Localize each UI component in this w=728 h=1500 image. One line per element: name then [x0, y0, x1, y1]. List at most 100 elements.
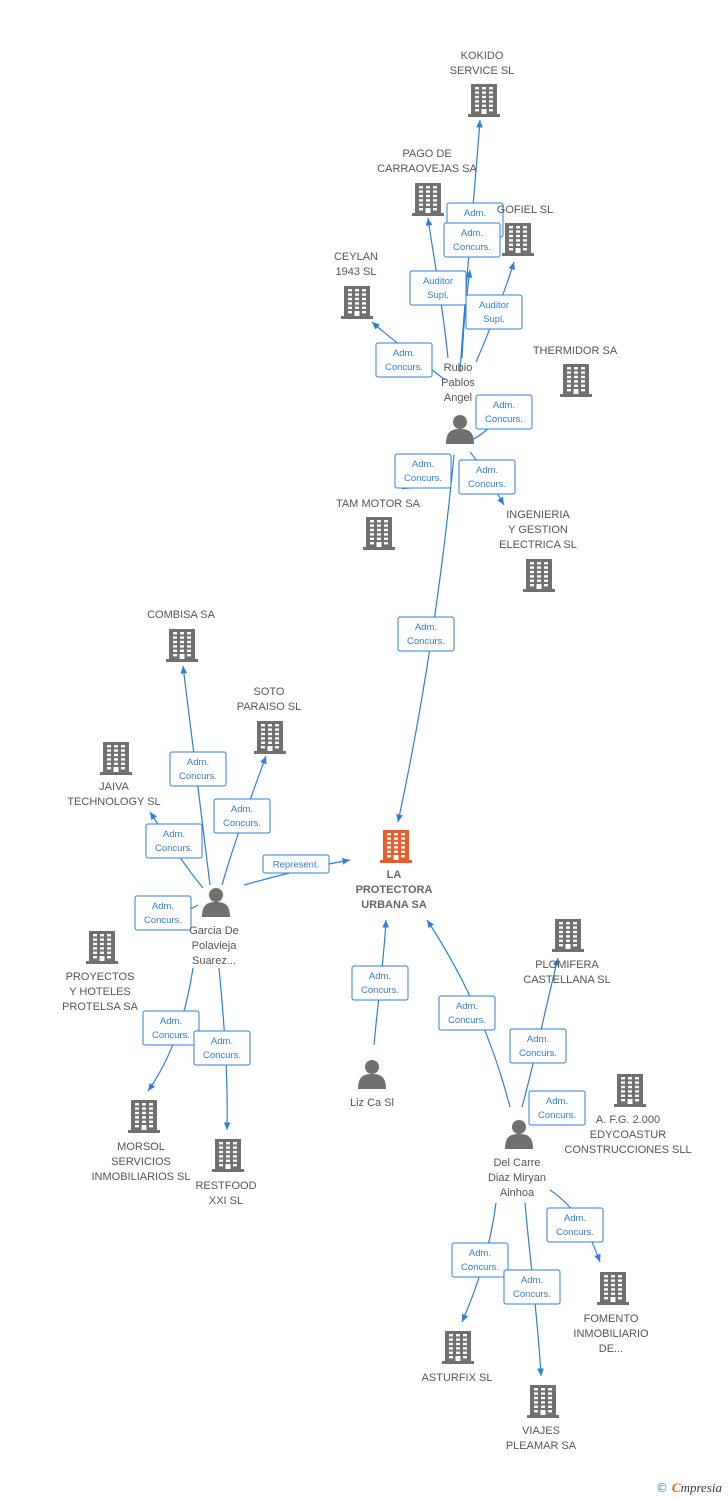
- edge-label-box: [145, 823, 203, 859]
- edge-label-text: Adm.: [187, 757, 209, 768]
- edge-label-e7[interactable]: Adm.Concurs.: [394, 453, 452, 489]
- edge-label-e16[interactable]: Adm. Concurs.: [193, 1030, 251, 1066]
- building-icon: [502, 223, 534, 256]
- building-icon: [527, 1385, 559, 1418]
- edge-label-box: [528, 1090, 586, 1126]
- edge-label-text: Concurs.: [407, 636, 445, 647]
- edge-label-e11[interactable]: Adm.Concurs.: [213, 798, 271, 834]
- edge-label-e22[interactable]: Adm.Concurs.: [451, 1242, 509, 1278]
- node-label: ASTURFIX SL: [422, 1372, 493, 1384]
- node-label: Polavieja: [192, 940, 238, 952]
- node-label: KOKIDO: [461, 50, 504, 62]
- building-icon: [468, 84, 500, 117]
- edge-label-text: Concurs.: [179, 771, 217, 782]
- edge-label-e19[interactable]: Adm. Concurs.: [509, 1028, 567, 1064]
- node-fomento[interactable]: FOMENTOINMOBILIARIODE...: [573, 1272, 649, 1355]
- node-tammotor[interactable]: TAM MOTOR SA: [336, 498, 421, 550]
- edge-label-box: [134, 895, 192, 931]
- edge-label-text: Concurs.: [361, 985, 399, 996]
- node-label: CONSTRUCCIONES SLL: [564, 1144, 691, 1156]
- node-label: VIAJES: [522, 1425, 560, 1437]
- node-label: Y GESTION: [508, 524, 568, 536]
- node-label: PLEAMAR SA: [506, 1440, 577, 1452]
- edge-label-text: Adm.: [527, 1034, 549, 1045]
- building-icon: [442, 1331, 474, 1364]
- edge-label-text: Concurs.: [144, 915, 182, 926]
- building-icon: [254, 721, 286, 754]
- edge-label-text: Adm.: [521, 1275, 543, 1286]
- building-icon: [380, 830, 412, 863]
- node-thermidor[interactable]: THERMIDOR SA: [533, 345, 618, 397]
- edge-label-text: Adm.: [393, 348, 415, 359]
- edge-label-e5[interactable]: Adm.Concurs.: [375, 342, 433, 378]
- building-icon: [86, 931, 118, 964]
- node-asturfix[interactable]: ASTURFIX SL: [422, 1331, 493, 1384]
- node-lizca[interactable]: Liz Ca Sl: [350, 1060, 394, 1109]
- brand-initial: C: [671, 1480, 681, 1495]
- edge-label-text: Concurs.: [538, 1110, 576, 1121]
- edge-label-e20[interactable]: Adm.Concurs.: [528, 1090, 586, 1126]
- edge-label-e18[interactable]: Adm.Concurs.: [438, 995, 496, 1031]
- edge-label-box: [351, 965, 409, 1001]
- edge-label-e13[interactable]: Represent.: [262, 854, 330, 874]
- edge-label-e17[interactable]: Adm.Concurs.: [351, 965, 409, 1001]
- node-label: PLOMIFERA: [535, 959, 599, 971]
- edge-label-text: Concurs.: [468, 479, 506, 490]
- edge-label-text: Concurs.: [155, 843, 193, 854]
- node-label: PARAISO SL: [237, 701, 302, 713]
- building-icon: [212, 1139, 244, 1172]
- edge-label-e6[interactable]: Adm.Concurs.: [475, 394, 533, 430]
- node-label: LA: [387, 869, 402, 881]
- edge-label-text: Concurs.: [485, 414, 523, 425]
- edge-label-e21[interactable]: Adm.Concurs.: [546, 1207, 604, 1243]
- node-label: DE...: [599, 1343, 623, 1355]
- edge-label-e9[interactable]: Adm.Concurs.: [397, 616, 455, 652]
- edge-label-e23[interactable]: Adm.Concurs.: [503, 1269, 561, 1305]
- node-label: Rubio: [444, 362, 473, 374]
- node-label: RESTFOOD: [195, 1180, 256, 1192]
- node-combisa[interactable]: COMBISA SA: [147, 609, 216, 662]
- edge-label-text: Auditor: [479, 300, 509, 311]
- node-label: Y HOTELES: [69, 986, 131, 998]
- node-label: INMOBILIARIOS SL: [91, 1171, 190, 1183]
- edge-label-e15[interactable]: Adm.Concurs.: [142, 1010, 200, 1046]
- node-gofiel[interactable]: GOFIEL SL: [497, 204, 553, 256]
- edge-label-e14[interactable]: Adm.Concurs.: [134, 895, 192, 931]
- edge-label-e3[interactable]: Adm.Concurs.: [443, 222, 501, 258]
- edge-label-box: [409, 270, 467, 306]
- edge-label-text: Concurs.: [152, 1030, 190, 1041]
- edge-label-e8[interactable]: Adm.Concurs.: [458, 459, 516, 495]
- node-viajes[interactable]: VIAJES PLEAMAR SA: [506, 1385, 577, 1452]
- edge-label-text: Concurs.: [203, 1050, 241, 1061]
- edge-label-text: Supl.: [483, 314, 505, 325]
- edge-label-e10[interactable]: Adm. Concurs.: [169, 751, 227, 787]
- edge-label-text: Auditor: [423, 276, 453, 287]
- edge-label-box: [546, 1207, 604, 1243]
- node-garcia[interactable]: Garcia DePolaviejaSuarez...: [189, 888, 239, 967]
- footer-brand: ©Cmpresia: [656, 1480, 722, 1496]
- node-label: PROYECTOS: [66, 971, 135, 983]
- edge-label-e12[interactable]: Adm.Concurs.: [145, 823, 203, 859]
- edge-label-box: [394, 453, 452, 489]
- edge-label-text: Adm.: [211, 1036, 233, 1047]
- edge-label-text: Adm.: [469, 1248, 491, 1259]
- node-label: A. F.G. 2.000: [596, 1114, 660, 1126]
- edge-label-text: Concurs.: [519, 1048, 557, 1059]
